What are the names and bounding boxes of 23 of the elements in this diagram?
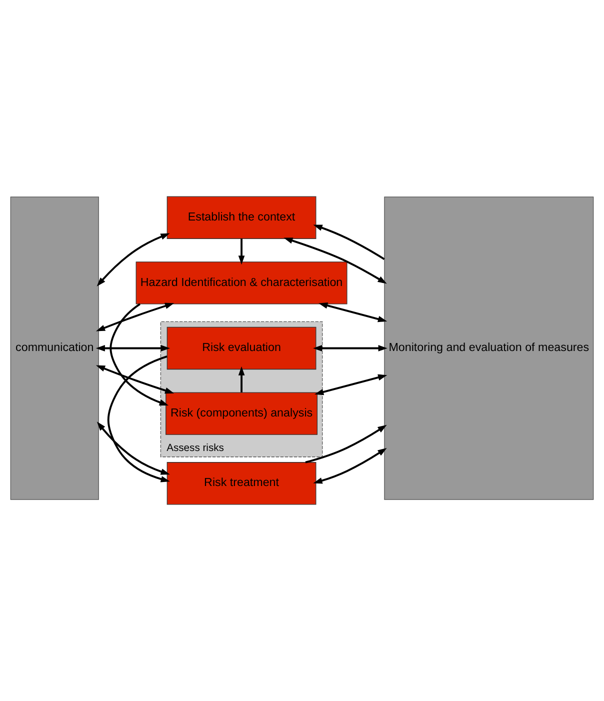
arrow <box>107 356 170 482</box>
arrow <box>318 302 388 322</box>
arrow <box>238 238 245 265</box>
node-box: Establish the context <box>166 196 316 239</box>
node-box: communication <box>10 196 99 500</box>
arrow <box>96 422 170 475</box>
node-box: Risk treatment <box>166 462 316 505</box>
arrow <box>313 448 387 484</box>
node-box: Monitoring and evaluation of measures <box>384 196 594 500</box>
node-box: Risk evaluation <box>166 326 316 370</box>
node-box: Risk (components) analysis <box>166 392 318 435</box>
arrow <box>110 303 169 406</box>
arrow <box>313 345 388 352</box>
arrow <box>305 424 387 464</box>
arrow <box>284 238 387 284</box>
arrow <box>238 366 245 392</box>
node-box: Hazard Identification & characterisation <box>136 262 348 304</box>
arrow <box>96 365 174 394</box>
arrow <box>313 224 385 260</box>
arrow <box>96 302 174 332</box>
arrow <box>96 345 170 352</box>
arrow <box>314 374 388 396</box>
arrow <box>96 233 170 286</box>
